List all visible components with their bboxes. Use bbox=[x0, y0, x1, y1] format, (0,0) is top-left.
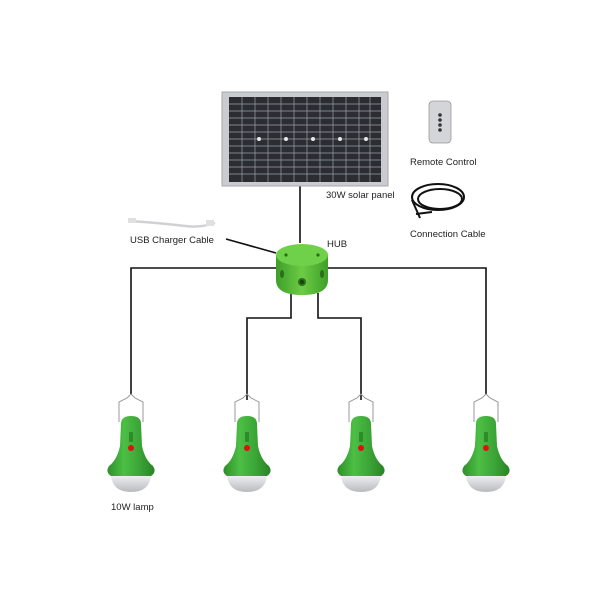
usb-charger-cable-label: USB Charger Cable bbox=[130, 235, 214, 246]
solar-panel-label: 30W solar panel bbox=[326, 190, 395, 201]
solar-panel-icon bbox=[221, 91, 389, 187]
lamp-icon-3 bbox=[336, 393, 386, 493]
lamp-icon-4 bbox=[461, 393, 511, 493]
lamp-label: 10W lamp bbox=[111, 502, 154, 513]
connection-cable-icon bbox=[411, 183, 465, 219]
usb-charger-cable-icon bbox=[128, 218, 216, 228]
wires bbox=[130, 184, 487, 400]
lamp-icon-2 bbox=[222, 393, 272, 493]
remote-control-icon bbox=[428, 100, 452, 144]
lamp-icon-1 bbox=[106, 393, 156, 493]
remote-control-label: Remote Control bbox=[410, 157, 477, 168]
connection-cable-label: Connection Cable bbox=[410, 229, 486, 240]
hub-label: HUB bbox=[327, 239, 348, 250]
hub-icon bbox=[276, 244, 328, 295]
